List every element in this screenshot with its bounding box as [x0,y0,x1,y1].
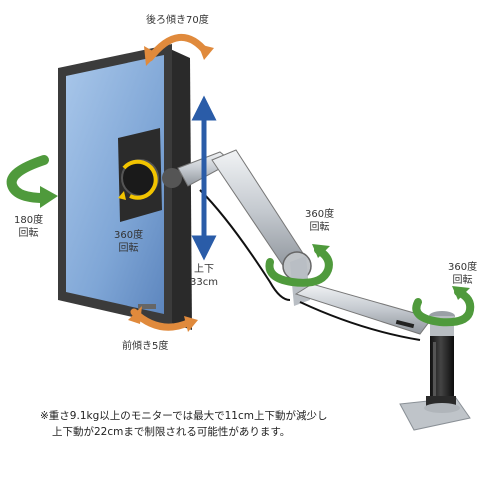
monitor-screen [66,55,164,314]
rotate-360-elbow-label-line2: 回転 [309,222,330,233]
rotate-360-base-label: 360度 回転 [448,261,477,287]
lower-arm [290,256,433,341]
monitor-buttons [138,304,156,309]
rotate-180-arrow-icon [6,155,58,208]
weight-note-line2: 上下動が22cmまで制限される可能性があります。 [52,426,291,438]
monitor [58,44,192,330]
tilt-back-arrow-icon [144,33,214,66]
tilt-forward-label: 前傾き5度 [122,341,169,352]
rotate-360-elbow-arrow-icon [265,244,333,287]
rotate-360-center-label: 360度 回転 [114,229,143,255]
vertical-adjust-label-line1: 上下 [193,264,214,275]
rotate-180-label-line2: 回転 [18,228,39,239]
tilt-back-label: 後ろ傾き70度 [146,15,209,26]
rotate-360-center-label-line2: 回転 [118,243,139,254]
rotate-360-base-arrow-icon [412,286,475,327]
weight-note-line1: ※重さ9.1kg以上のモニターでは最大で11cm上下動が減少し [40,410,328,422]
vertical-adjust-label-line2: 33cm [190,277,218,288]
rotate-180-label-line1: 180度 [14,215,44,226]
rotate-360-elbow-label: 360度 回転 [305,208,334,234]
rotate-360-base-label-line1: 360度 [448,262,478,273]
tilt-forward-arrow-icon [128,306,198,332]
vesa-mount [118,128,162,222]
rotate-360-base-label-line2: 回転 [452,275,473,286]
monitor-back-edge [168,48,192,330]
vertical-adjust-label: 上下 33cm [190,263,218,289]
rotate-360-elbow-label-line1: 360度 [305,209,335,220]
rotate-180-label: 180度 回転 [14,214,43,240]
rotate-360-center-label-line1: 360度 [114,230,144,241]
